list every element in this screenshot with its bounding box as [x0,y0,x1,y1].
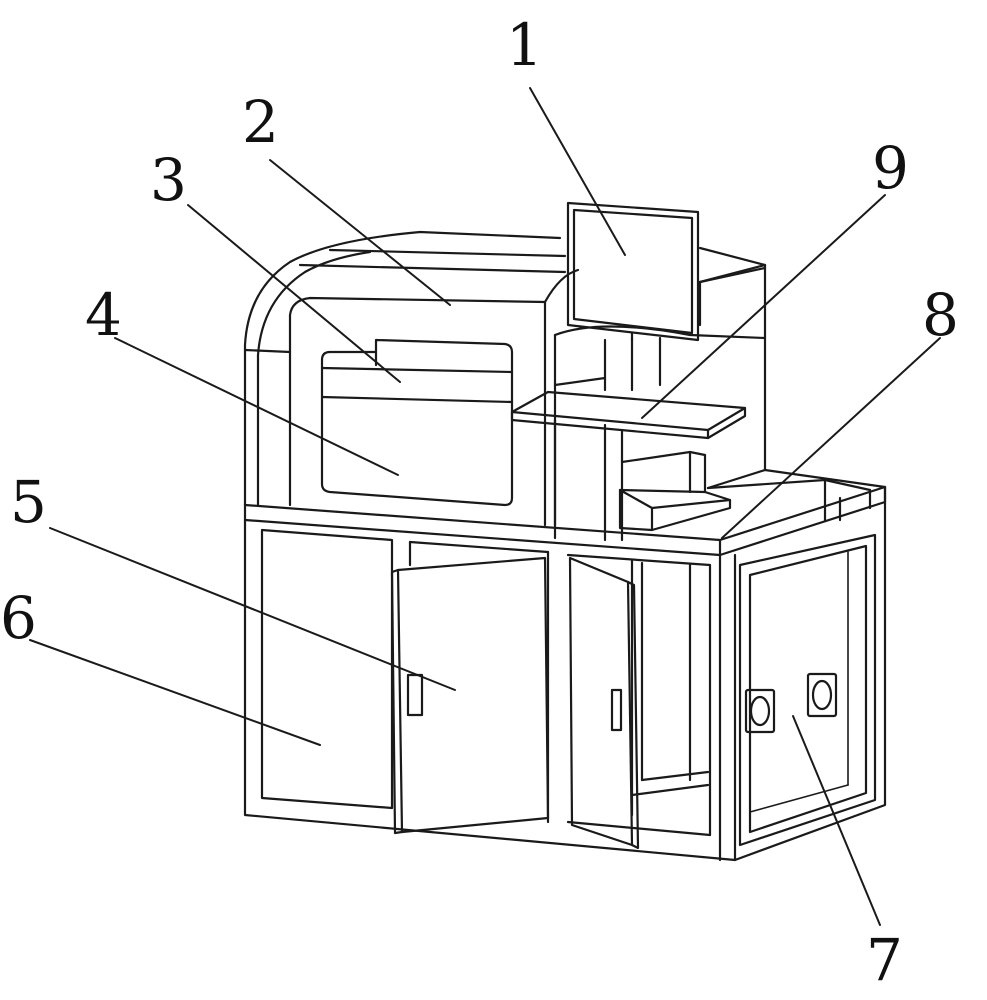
label-4: 4 [85,281,122,349]
leader-4 [114,337,399,476]
upper-housing [243,230,767,527]
label-7: 7 [866,926,903,994]
label-1: 1 [506,11,543,79]
leader-8 [721,337,941,539]
leader-1 [529,87,626,256]
front-window [320,338,514,507]
label-8: 8 [922,281,959,349]
leader-3 [187,204,401,383]
leader-lines [29,87,941,926]
table-top [243,468,887,557]
label-5: 5 [10,468,47,536]
monitor [566,201,700,342]
label-3: 3 [150,146,187,214]
label-6: 6 [0,584,37,652]
leader-7 [792,715,881,926]
side-panel [738,533,877,847]
number-labels: 1 2 3 4 5 6 7 8 9 [0,11,959,994]
door-left-open [390,556,550,835]
leader-2 [269,159,451,306]
leader-9 [641,194,886,419]
cabinet-frame [243,485,887,862]
label-2: 2 [242,88,279,156]
label-9: 9 [872,134,909,202]
keyboard-shelf [510,390,747,542]
door-right-open [568,556,640,850]
leader-6 [29,639,321,746]
leader-5 [49,527,456,691]
